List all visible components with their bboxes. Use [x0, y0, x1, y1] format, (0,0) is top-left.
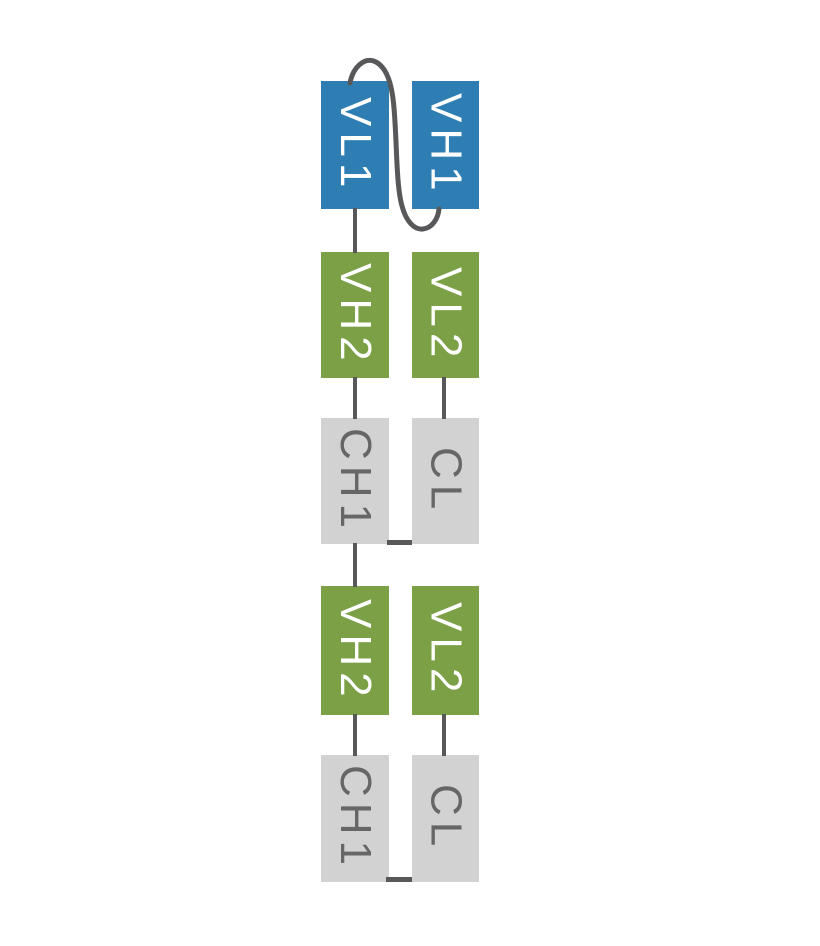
connector-vl2-cl-lower [442, 714, 446, 756]
connector-ch1-cl-bridge-lower [386, 877, 412, 882]
domain-label-vh2-lower: VH2 [331, 598, 380, 703]
domain-label-vh2-upper: VH2 [331, 263, 380, 367]
domain-label-vl2-lower: VL2 [421, 602, 471, 699]
domain-box-vh2-lower: VH2 [321, 586, 389, 715]
domain-box-vl2-upper: VL2 [412, 252, 479, 378]
domain-box-ch1-lower: CH1 [321, 755, 389, 882]
domain-label-cl-lower: CL [421, 784, 471, 853]
domain-label-vl2-upper: VL2 [421, 266, 471, 364]
domain-box-vl1: VL1 [321, 81, 389, 209]
domain-label-ch1-lower: CH1 [331, 765, 380, 872]
connector-ch1-cl-bridge-upper [387, 540, 412, 545]
domain-label-ch1-upper: CH1 [331, 427, 380, 535]
domain-box-vh2-upper: VH2 [321, 252, 389, 378]
domain-label-cl-upper: CL [421, 446, 471, 516]
connector-vl2-cl-upper [442, 377, 446, 419]
domain-box-cl-upper: CL [412, 418, 479, 544]
connector-ch1-vh2 [353, 543, 357, 587]
connector-vl1-vh2 [353, 208, 357, 253]
domain-box-ch1-upper: CH1 [321, 418, 389, 544]
domain-label-vh1: VH1 [421, 93, 471, 197]
domain-box-vh1: VH1 [412, 81, 479, 209]
domain-label-vl1: VL1 [331, 96, 380, 194]
domain-box-vl2-lower: VL2 [412, 586, 479, 715]
connector-vh2-ch1-upper [353, 377, 357, 419]
domain-box-cl-lower: CL [412, 755, 479, 882]
connector-vh2-ch1-lower [353, 714, 357, 756]
